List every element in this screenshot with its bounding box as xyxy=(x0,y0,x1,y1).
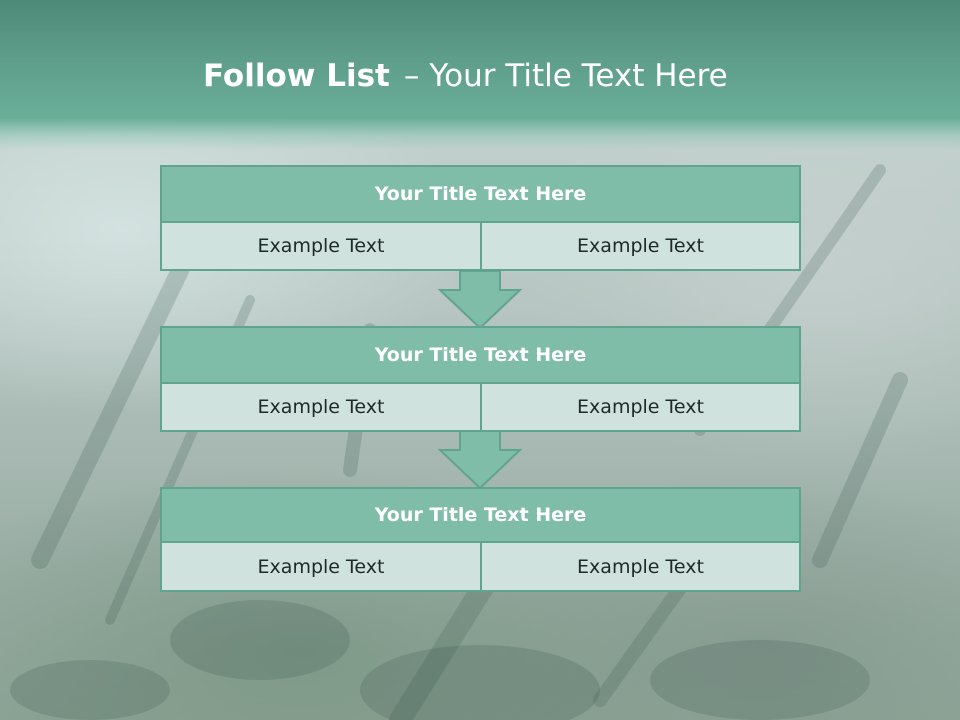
step-box-2[interactable]: Your Title Text Here Example Text Exampl… xyxy=(160,326,801,433)
step-title-3[interactable]: Your Title Text Here xyxy=(160,487,801,543)
slide-title-bold: Follow List xyxy=(203,58,390,94)
step-cell-left-2[interactable]: Example Text xyxy=(160,382,482,432)
step-box-1[interactable]: Your Title Text Here Example Text Exampl… xyxy=(160,165,801,272)
step-cell-left-1[interactable]: Example Text xyxy=(160,221,482,271)
down-arrow-icon xyxy=(438,430,522,490)
slide-title-text: Your Title Text Here xyxy=(429,58,728,94)
step-cell-right-1[interactable]: Example Text xyxy=(480,221,801,271)
step-cell-left-3[interactable]: Example Text xyxy=(160,541,482,592)
step-cell-right-2[interactable]: Example Text xyxy=(480,382,801,432)
slide-title-separator: – xyxy=(403,58,420,94)
step-title-2[interactable]: Your Title Text Here xyxy=(160,326,801,384)
step-cell-right-3[interactable]: Example Text xyxy=(480,541,801,592)
header-band xyxy=(0,0,960,150)
step-title-1[interactable]: Your Title Text Here xyxy=(160,165,801,223)
slide-title: Follow List–Your Title Text Here xyxy=(203,56,728,96)
step-box-3[interactable]: Your Title Text Here Example Text Exampl… xyxy=(160,487,801,592)
down-arrow-icon xyxy=(438,270,522,330)
